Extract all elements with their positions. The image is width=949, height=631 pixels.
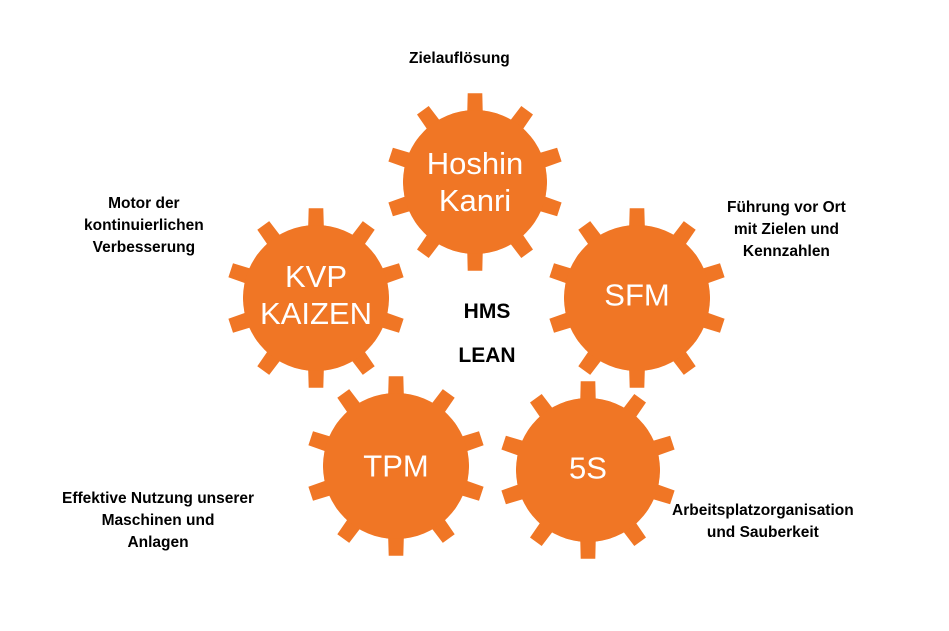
caption-line: mit Zielen und — [733, 221, 839, 238]
gear-label-line: TPM — [363, 448, 429, 484]
gear-label-line: 5S — [569, 450, 607, 486]
gear-5s — [501, 381, 675, 559]
gear-label-line: SFM — [604, 277, 670, 313]
gear-label-kvp-kaizen: KVP KAIZEN — [260, 258, 372, 332]
caption-line: Führung vor Ort — [727, 199, 846, 216]
gear-body — [403, 110, 547, 254]
gear-label-hoshin-kanri: Hoshin Kanri — [427, 145, 524, 219]
gear-label-line: Kanri — [438, 183, 512, 218]
caption-kvp-kaizen: Motor der kontinuierlichen Verbesserung — [84, 193, 204, 259]
gear-label-line: Hoshin — [426, 146, 524, 181]
caption-line: Effektive Nutzung unserer — [62, 490, 255, 507]
gear-label-tpm: TPM — [363, 448, 428, 485]
gear-body — [516, 398, 660, 542]
gear-label-line: KVP — [284, 259, 348, 294]
caption-hoshin-kanri: Zielauflösung — [409, 48, 510, 70]
gear-label-sfm: SFM — [604, 277, 669, 314]
caption-line: Zielauflösung — [409, 50, 510, 67]
caption-line: und Sauberkeit — [706, 524, 819, 541]
gear-kvp-kaizen — [228, 208, 404, 388]
gear-body — [564, 225, 710, 371]
caption-line: Maschinen und — [101, 512, 215, 529]
caption-line: Kennzahlen — [742, 243, 830, 260]
caption-line: kontinuierlichen — [84, 217, 204, 234]
gear-label-line: KAIZEN — [260, 296, 372, 331]
caption-line: Arbeitsplatzorganisation — [672, 502, 854, 519]
caption-line: Verbesserung — [92, 239, 196, 256]
center-label-lean: LEAN — [458, 344, 516, 367]
gear-sfm — [549, 208, 725, 388]
caption-line: Motor der — [108, 195, 180, 212]
gear-body — [243, 225, 389, 371]
caption-line: Anlagen — [127, 534, 189, 551]
gear-label-5s: 5S — [569, 450, 607, 487]
caption-sfm: Führung vor Ort mit Zielen und Kennzahle… — [727, 197, 846, 263]
gear-body — [323, 393, 469, 539]
gear-tpm — [308, 376, 484, 556]
center-label-hms: HMS — [463, 300, 511, 323]
caption-tpm: Effektive Nutzung unserer Maschinen und … — [62, 488, 254, 554]
gear-hoshin-kanri — [388, 93, 562, 271]
caption-5s: Arbeitsplatzorganisation und Sauberkeit — [672, 500, 854, 544]
